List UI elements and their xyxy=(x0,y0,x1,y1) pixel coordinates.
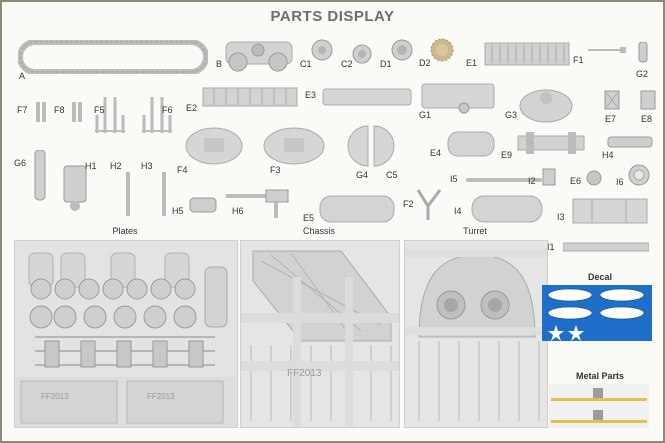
section-turret-label: Turret xyxy=(463,226,487,236)
label-b: B xyxy=(216,59,223,69)
roll-part-e5 xyxy=(318,194,396,224)
track-part-a xyxy=(18,40,208,74)
label-i4: I4 xyxy=(454,206,462,216)
roll-part-i4 xyxy=(470,194,544,224)
label-g1: G1 xyxy=(419,110,432,120)
plates-panel: FF2013 FF2013 xyxy=(14,240,238,428)
rod-part-f1 xyxy=(588,46,628,54)
label-h1: H1 xyxy=(85,161,97,171)
label-i1: I1 xyxy=(547,242,555,252)
tool-part-f2 xyxy=(414,188,444,222)
chassis-panel: FF2013 xyxy=(240,240,400,428)
label-f3: F3 xyxy=(270,165,281,175)
mount-part-h1 xyxy=(62,158,88,212)
pin-part-h2 xyxy=(124,172,132,216)
label-e7: E7 xyxy=(605,114,617,124)
label-e2: E2 xyxy=(186,103,198,113)
roll-part-e4 xyxy=(446,130,496,158)
label-c5: C5 xyxy=(386,170,398,180)
wheel-part-c2 xyxy=(352,44,372,64)
crate-part-i3 xyxy=(572,198,648,224)
frame-part-f6 xyxy=(140,95,174,135)
label-d1: D1 xyxy=(380,59,392,69)
label-d2: D2 xyxy=(419,58,431,68)
label-f5: F5 xyxy=(94,105,105,115)
label-f7: F7 xyxy=(17,105,28,115)
label-h6: H6 xyxy=(232,206,244,216)
label-h2: H2 xyxy=(110,161,122,171)
bracket-part-f7 xyxy=(34,102,48,122)
label-g3: G3 xyxy=(505,110,518,120)
bracket-part-h4 xyxy=(606,134,654,150)
fender-part-f3 xyxy=(262,126,326,166)
box-part-g1 xyxy=(420,80,496,114)
metal-parts-sheet xyxy=(549,384,649,428)
bracket-part-f8 xyxy=(70,102,84,122)
frame-part-f5 xyxy=(93,95,127,135)
bar-part-i5 xyxy=(466,176,542,184)
shock-part-g6 xyxy=(30,150,50,204)
section-plates-label: Plates xyxy=(112,226,138,236)
label-i3: I3 xyxy=(557,212,565,222)
block-part-i2 xyxy=(542,168,556,186)
gun-part-h6 xyxy=(226,188,298,220)
label-h4: H4 xyxy=(602,150,614,160)
hatch-part-g4 xyxy=(340,124,402,168)
plate-mark-left: FF2013 xyxy=(41,392,69,401)
label-i6: I6 xyxy=(616,177,624,187)
knob-part-e6 xyxy=(586,170,602,186)
wheel-part-d1 xyxy=(391,39,413,61)
panel-part-e2 xyxy=(202,87,298,107)
label-f4: F4 xyxy=(177,165,188,175)
label-g6: G6 xyxy=(14,158,27,168)
label-g4: G4 xyxy=(356,170,369,180)
decal-sheet xyxy=(542,285,652,341)
section-chassis-label: Chassis xyxy=(302,226,335,236)
label-f2: F2 xyxy=(403,199,414,209)
label-i5: I5 xyxy=(450,174,458,184)
grille-part-e1 xyxy=(484,42,570,66)
plate-part-e3 xyxy=(322,88,412,106)
label-f1: F1 xyxy=(573,55,584,65)
wheel-part-i6 xyxy=(628,164,650,186)
cylinder-part-h5 xyxy=(188,196,218,214)
plate-mark-right: FF2013 xyxy=(147,392,175,401)
label-e8: E8 xyxy=(641,114,653,124)
label-h5: H5 xyxy=(172,206,184,216)
label-e5: E5 xyxy=(303,213,315,223)
label-f8: F8 xyxy=(54,105,65,115)
turret-panel xyxy=(404,240,548,428)
wheel-part-c1 xyxy=(311,39,333,61)
label-e6: E6 xyxy=(570,176,582,186)
label-e9: E9 xyxy=(501,150,513,160)
hatch-part-g3 xyxy=(516,84,576,124)
jerrycan-part-e7 xyxy=(604,90,620,110)
rack-part-e9 xyxy=(516,130,586,156)
label-h3: H3 xyxy=(141,161,153,171)
bogie-part-b xyxy=(222,38,297,72)
fender-part-f4 xyxy=(184,126,244,166)
pin-part-h3 xyxy=(160,172,168,216)
section-metal-parts-label: Metal Parts xyxy=(575,371,625,381)
label-c1: C1 xyxy=(300,59,312,69)
label-a: A xyxy=(19,71,26,81)
label-c2: C2 xyxy=(341,59,353,69)
jerrycan-part-e8 xyxy=(640,90,656,110)
label-f6: F6 xyxy=(162,105,173,115)
bolt-part-g2 xyxy=(636,42,650,64)
label-e1: E1 xyxy=(466,58,478,68)
sprocket-part-d2 xyxy=(430,38,454,62)
label-i2: I2 xyxy=(528,176,536,186)
bar-part-i1 xyxy=(563,242,649,252)
section-decal-label: Decal xyxy=(587,272,613,282)
page-title: PARTS DISPLAY xyxy=(270,8,395,25)
label-g2: G2 xyxy=(636,69,649,79)
label-e4: E4 xyxy=(430,148,442,158)
label-e3: E3 xyxy=(305,90,317,100)
chassis-mark: FF2013 xyxy=(287,368,322,379)
